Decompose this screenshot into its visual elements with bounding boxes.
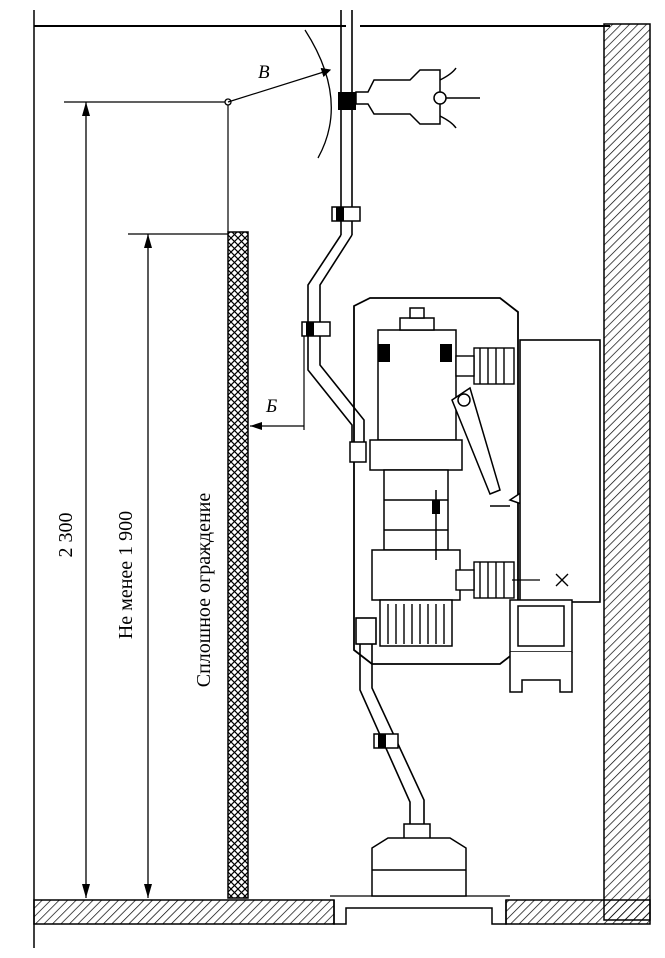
floor-insulator — [371, 823, 467, 897]
aux-bracket — [509, 599, 573, 693]
lower-busbar — [355, 617, 425, 826]
right-insulators — [455, 347, 515, 599]
top-insulator — [355, 67, 480, 129]
clearance-v-line — [227, 67, 332, 103]
floor-pit — [333, 900, 507, 925]
label-clearance-v: В — [258, 62, 270, 83]
busbar-clamp-top — [338, 92, 356, 110]
label-height-overall: 2 300 — [55, 513, 77, 558]
operating-lever — [451, 386, 501, 495]
label-clearance-b: Б — [265, 396, 277, 417]
floor-left — [33, 899, 335, 925]
right-wall — [603, 23, 651, 921]
floor-right — [505, 899, 651, 925]
label-fence: Сплошное ограждение — [193, 493, 215, 688]
solid-fence — [227, 231, 249, 899]
upper-busbar — [307, 10, 365, 445]
label-height-min: Не менее 1 900 — [115, 511, 137, 639]
drive-box — [519, 339, 601, 603]
clearance-v-arc — [304, 29, 332, 159]
